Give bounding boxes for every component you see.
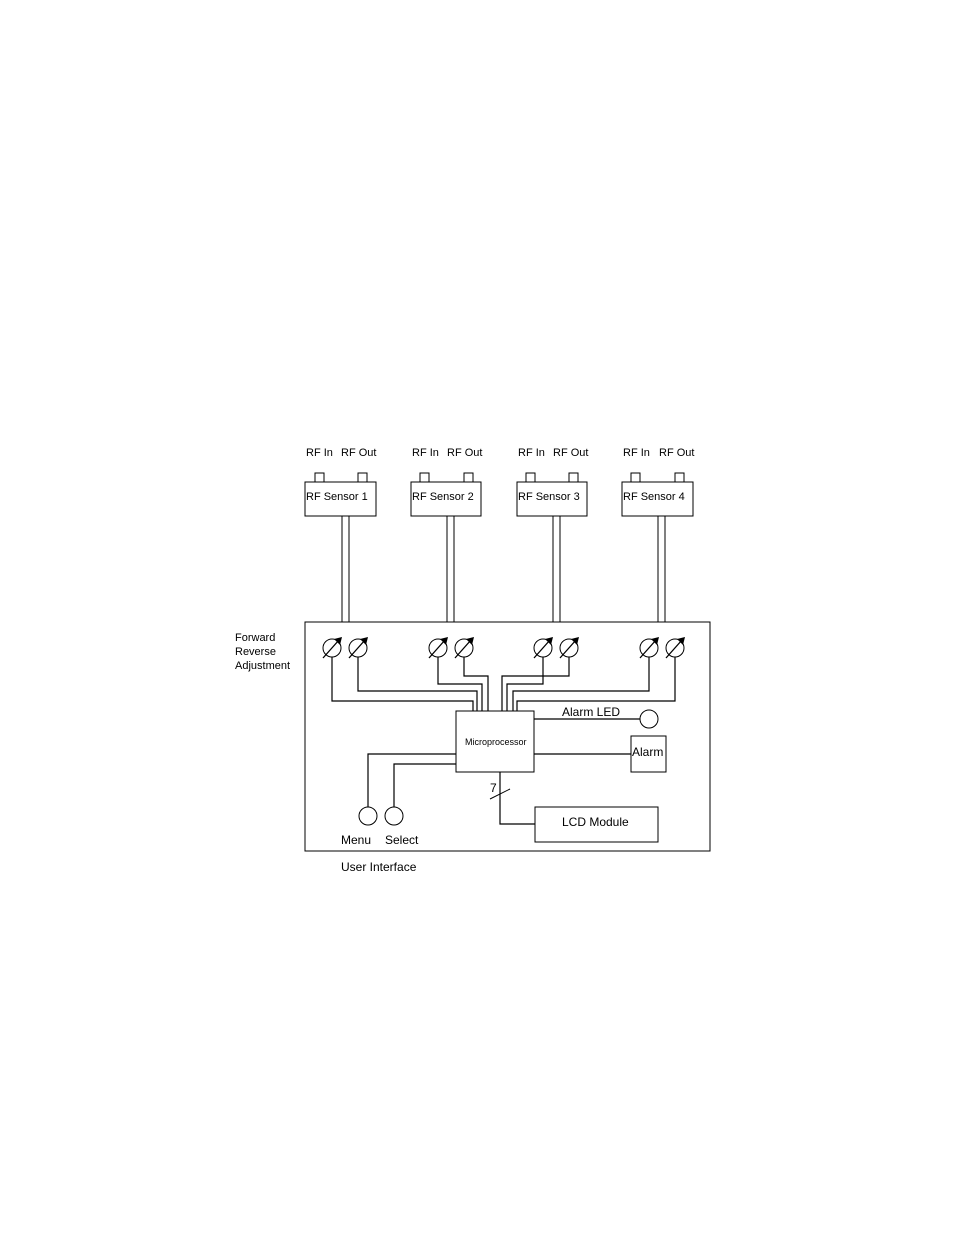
rf-out-label-2: RF Out [447, 447, 482, 459]
rf-out-connector-2 [464, 473, 473, 482]
alarm-led-label: Alarm LED [562, 705, 620, 719]
adjustment-label-line-3: Adjustment [235, 660, 290, 672]
rf-sensor-label-3: RF Sensor 3 [518, 491, 580, 503]
rf-sensor-label-1: RF Sensor 1 [306, 491, 368, 503]
rf-in-connector-4 [631, 473, 640, 482]
select-button [385, 807, 403, 825]
microprocessor-label: Microprocessor [465, 737, 527, 747]
adjustment-label: Forward Reverse Adjustment [235, 632, 290, 672]
rf-in-connector-3 [526, 473, 535, 482]
rf-in-connector-2 [420, 473, 429, 482]
alarm-label: Alarm [632, 745, 663, 759]
rf-out-label-3: RF Out [553, 447, 588, 459]
rf-out-connector-1 [358, 473, 367, 482]
rf-sensor-3: RF In RF Out RF Sensor 3 [517, 447, 588, 622]
rf-sensor-1: RF In RF Out RF Sensor 1 [305, 447, 376, 622]
bus-width-label: 7 [490, 781, 497, 795]
rf-out-connector-3 [569, 473, 578, 482]
rf-sensor-2: RF In RF Out RF Sensor 2 [411, 447, 482, 622]
lcd-module-label: LCD Module [562, 815, 629, 829]
rf-out-label-1: RF Out [341, 447, 376, 459]
rf-in-label-3: RF In [518, 447, 545, 459]
menu-button [359, 807, 377, 825]
menu-button-label: Menu [341, 833, 371, 847]
user-interface-label: User Interface [341, 860, 417, 874]
adjustment-label-line-1: Forward [235, 632, 275, 644]
alarm-led-indicator [640, 710, 658, 728]
rf-sensor-4: RF In RF Out RF Sensor 4 [622, 447, 694, 622]
rf-in-label-4: RF In [623, 447, 650, 459]
rf-out-label-4: RF Out [659, 447, 694, 459]
select-button-label: Select [385, 833, 419, 847]
rf-in-label-2: RF In [412, 447, 439, 459]
rf-sensor-label-4: RF Sensor 4 [623, 491, 685, 503]
rf-out-connector-4 [675, 473, 684, 482]
adjustment-label-line-2: Reverse [235, 646, 276, 658]
rf-in-connector-1 [315, 473, 324, 482]
rf-in-label-1: RF In [306, 447, 333, 459]
rf-sensor-label-2: RF Sensor 2 [412, 491, 474, 503]
